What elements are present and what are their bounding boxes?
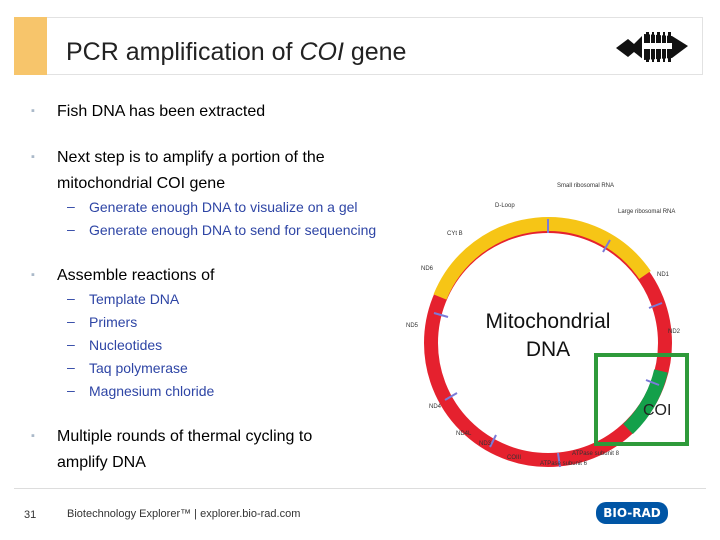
bullet-4-line-1: Multiple rounds of thermal cycling to [57, 428, 313, 445]
title-box [14, 17, 703, 75]
label-nd3: ND3 [479, 441, 492, 447]
sub-bullet-gel: Generate enough DNA to visualize on a ge… [89, 199, 358, 215]
slide-title: PCR amplification of COI gene [66, 38, 407, 66]
label-nd5: ND5 [406, 323, 419, 329]
label-coiii: COIII [507, 455, 521, 461]
bullet-4-line-2: amplify DNA [57, 454, 146, 471]
sub-dash: – [67, 382, 75, 398]
sub-bullet-mgcl2: Magnesium chloride [89, 383, 215, 399]
bullet-marker: ▪ [31, 269, 35, 281]
sub-bullet-template: Template DNA [89, 291, 180, 307]
label-large-rrna: Large ribosomal RNA [618, 209, 675, 215]
bullet-marker: ▪ [31, 105, 35, 117]
sub-bullet-taq: Taq polymerase [89, 360, 188, 376]
mito-label-line-2: DNA [525, 338, 571, 361]
bullet-3: Assemble reactions of [57, 267, 215, 284]
coi-highlight-box [594, 353, 689, 446]
sub-bullet-sequencing: Generate enough DNA to send for sequenci… [89, 222, 377, 238]
bullet-2-line-1: Next step is to amplify a portion of the [57, 149, 325, 166]
footer-text: Biotechnology Explorer™ | explorer.bio-r… [67, 508, 301, 520]
label-small-rrna: Small ribosomal RNA [557, 183, 614, 189]
label-atpase6: ATPase subunit 6 [540, 461, 588, 467]
bullet-marker: ▪ [31, 430, 35, 442]
sub-bullet-nucleotides: Nucleotides [89, 337, 163, 353]
rrna-arc [433, 217, 651, 300]
sub-dash: – [67, 336, 75, 352]
title-accent-bar [14, 17, 47, 75]
mitochondrial-dna-label: Mitochondrial DNA [470, 308, 626, 364]
sub-dash: – [67, 359, 75, 375]
label-nd6: ND6 [421, 266, 434, 272]
bullet-marker: ▪ [31, 151, 35, 163]
sub-dash: – [67, 198, 75, 214]
sub-bullet-primers: Primers [89, 314, 138, 330]
footer-divider [14, 488, 706, 489]
label-nd4l: ND4L [456, 431, 472, 437]
biorad-logo: BIO-RAD [596, 502, 668, 524]
coi-label: COI [643, 402, 671, 419]
sub-dash: – [67, 221, 75, 237]
mitochondrial-dna-diagram: Small ribosomal RNA Large ribosomal RNA … [406, 183, 689, 468]
label-atpase8: ATPase subunit 8 [572, 451, 620, 457]
label-nd1: ND1 [657, 272, 670, 278]
label-nd4: ND4 [429, 404, 442, 410]
coi-arc [623, 369, 668, 435]
bullet-1: Fish DNA has been extracted [57, 103, 266, 120]
slide-number: 31 [24, 509, 37, 521]
mito-label-line-1: Mitochondrial [485, 310, 611, 333]
sub-dash: – [67, 313, 75, 329]
bullet-2-line-2: mitochondrial COI gene [57, 175, 226, 192]
label-cytb: CYt B [447, 231, 463, 237]
label-dloop: D-Loop [495, 203, 515, 209]
fish-barcode-logo [616, 32, 688, 62]
label-nd2: ND2 [668, 329, 681, 335]
sub-dash: – [67, 290, 75, 306]
